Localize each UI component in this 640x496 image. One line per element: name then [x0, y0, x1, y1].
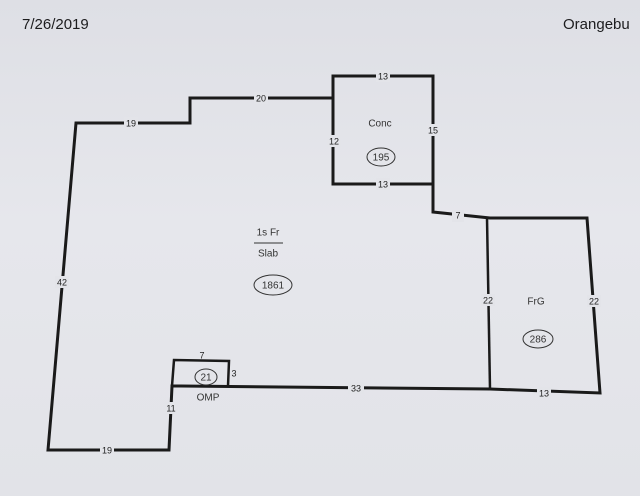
garage-area-oval — [522, 329, 554, 349]
room-labels: 1s Fr Slab 1861 Conc 195 FrG 286 21 OMP — [194, 119, 554, 404]
dim-top-left: 19 — [126, 118, 136, 128]
conc-room-label: Conc — [368, 119, 391, 130]
conc-room-outline — [331, 74, 435, 186]
print-date: 7/26/2019 — [22, 16, 89, 33]
garage-area-value: 286 — [530, 335, 547, 346]
dim-conc-bottom: 13 — [378, 179, 388, 189]
dim-porch-top: 7 — [199, 350, 204, 360]
dim-conc-right: 15 — [428, 125, 438, 135]
conc-area-oval — [366, 147, 396, 167]
porch-room-label: OMP — [197, 393, 220, 404]
dim-garage-top: 7 — [455, 210, 460, 220]
dim-bottom-mid: 33 — [351, 383, 361, 393]
dim-garage-left: 22 — [483, 295, 493, 305]
dim-left: 42 — [57, 277, 67, 287]
main-area-oval — [253, 274, 293, 296]
dim-conc-left: 12 — [329, 136, 339, 146]
dim-bottom-right: 13 — [539, 388, 549, 398]
porch-area-oval — [194, 368, 218, 386]
dim-conc-top: 13 — [378, 71, 388, 81]
conc-area-value: 195 — [373, 153, 390, 164]
dimension-labels: 19 20 42 19 11 33 13 22 22 7 13 12 15 13… — [55, 70, 601, 456]
dim-porch-right: 3 — [231, 368, 236, 378]
dim-top-mid: 20 — [256, 93, 266, 103]
main-outline — [46, 96, 602, 452]
main-room-sublabel: Slab — [258, 249, 278, 260]
dim-right: 22 — [589, 296, 599, 306]
main-room-label: 1s Fr — [257, 228, 280, 239]
dim-bottom-left: 19 — [102, 445, 112, 455]
location-name: Orangebu — [563, 16, 630, 33]
main-area-value: 1861 — [262, 281, 285, 292]
garage-room-label: FrG — [527, 297, 544, 308]
porch-outline — [170, 358, 231, 387]
porch-area-value: 21 — [200, 373, 212, 384]
dim-step: 11 — [166, 403, 175, 413]
